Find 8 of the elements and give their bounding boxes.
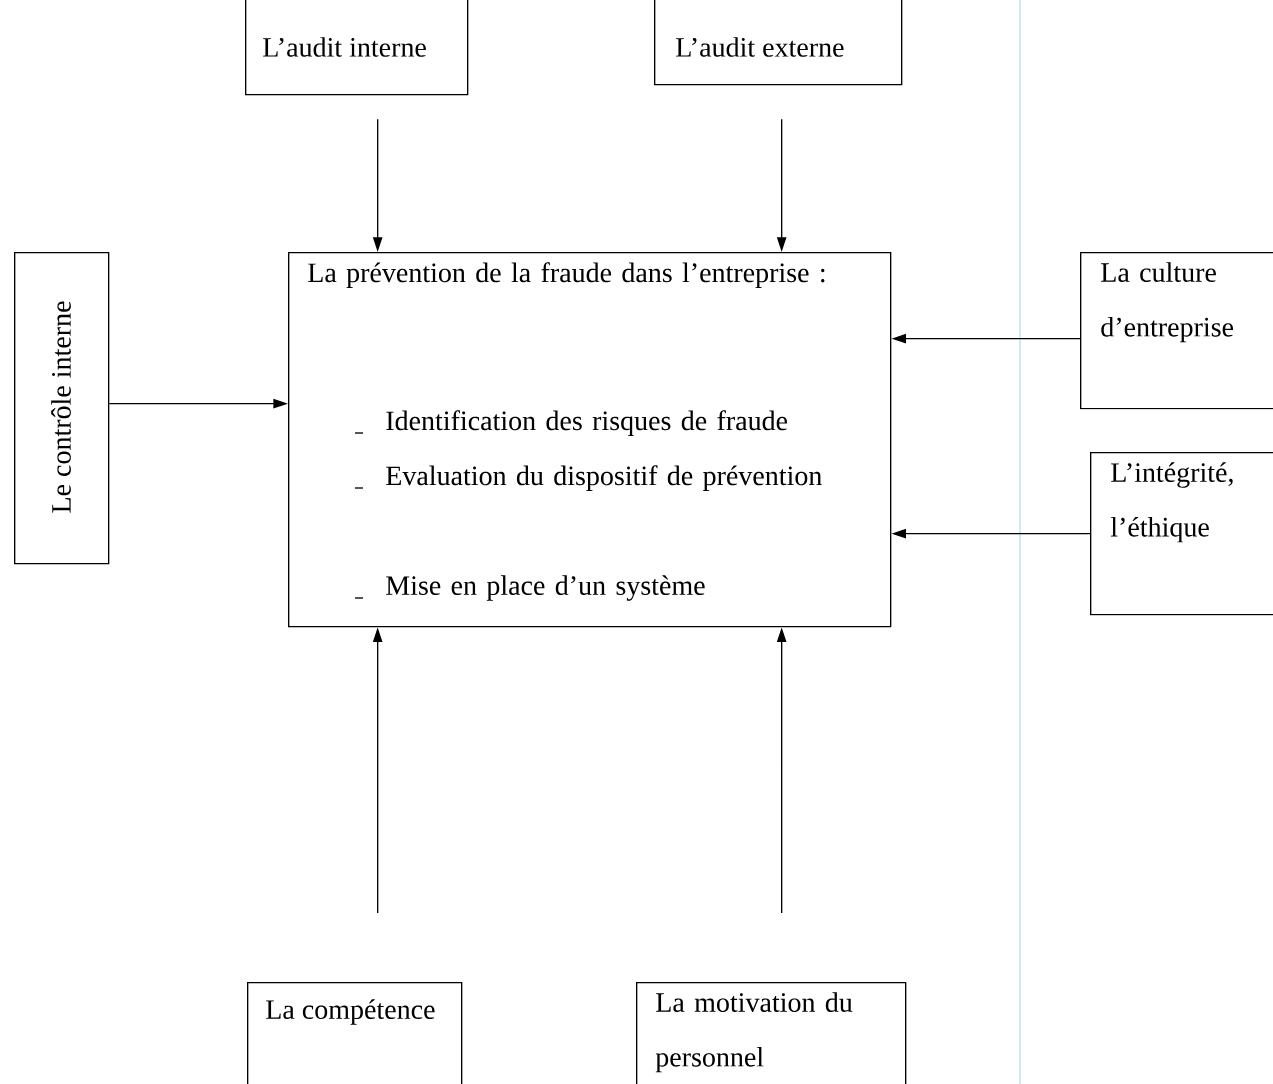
process-box: L’audit interne — [245, 0, 469, 96]
process-box: L’audit externe — [654, 0, 903, 86]
process-box: Le contrôle interne — [14, 252, 110, 565]
process-box: La culture d’entreprise — [1080, 252, 1273, 410]
process-box: La prévention de la fraude dans l’entreprise : Identification des risques de fraude Evaluation du dispositif de prévention Mise en place d’un système — [288, 252, 892, 628]
process-box: La motivation du personnel — [636, 982, 907, 1084]
process-box: La compétence — [247, 982, 463, 1084]
process-box: L’intégrité, l’éthique — [1090, 452, 1273, 616]
